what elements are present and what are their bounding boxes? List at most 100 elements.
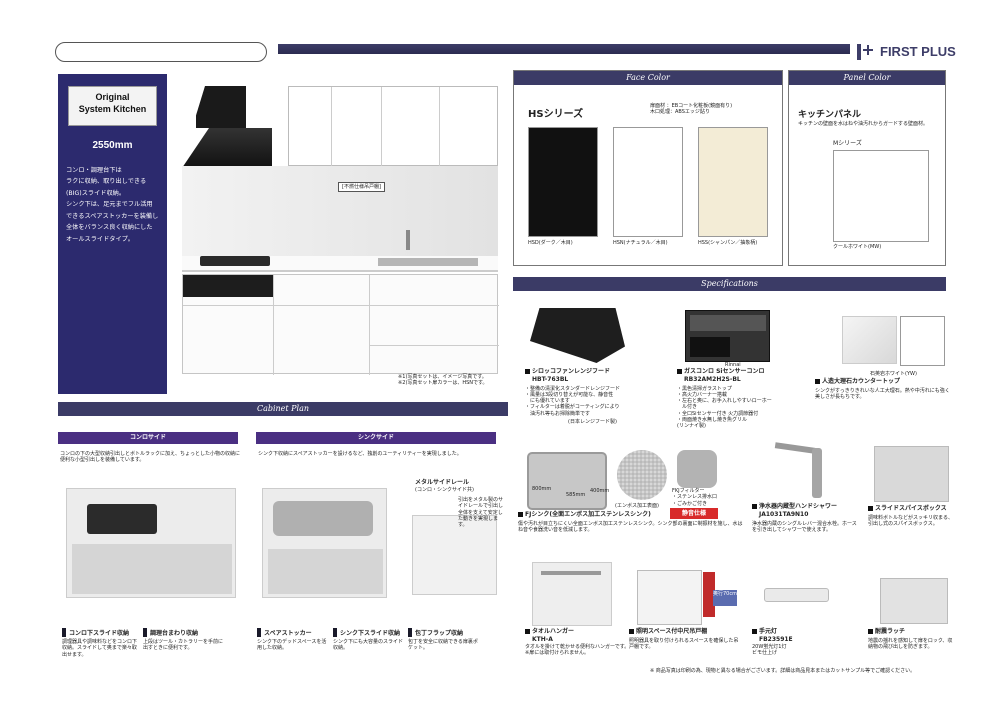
swatch-label-hsd: HSD(ダーク／木目) (528, 240, 573, 246)
stove-bullet: ル付き (677, 404, 698, 411)
sink-label-text: 包丁を安全に収納できる扉裏ポケット。 (408, 639, 478, 652)
cooktop (200, 256, 270, 266)
counter-swatch (900, 316, 945, 366)
faucet-photo (770, 440, 845, 502)
bullet-icon (677, 369, 682, 374)
towel-sub: ※扉には取付けられません。 (525, 649, 590, 656)
filter-sub: ・ステンレス排水口 (672, 494, 718, 501)
counter-text: 人造大理石カウンタートップ シンクがすっきりきれいな人工大理石。熱や中汚れにも強… (815, 378, 950, 400)
sink-label-text: シンク下にも大容量のスライド収納。 (333, 639, 404, 652)
intro-title-2: System Kitchen (78, 103, 147, 114)
konro-desc: コンロの下の大型収納引出しとボトルラックに加え、ちょっとした小物の収納に便利な小… (60, 451, 241, 464)
spice-box-text: スライドスパイスボックス 調味料ボトルなどがスッキリ収まる、引出し式のスパイスボ… (868, 505, 953, 527)
swatch-label-hss: HSS(シャンパン／抽象柄) (698, 240, 758, 246)
lighting-cabinet-photo (637, 570, 702, 625)
emboss-caption: (エンボス加工表面) (615, 503, 659, 509)
depth-badge: 奥行70cm (713, 590, 737, 606)
bullet-icon (752, 629, 757, 634)
sink-label-title: 包丁フラップ収納 (408, 628, 480, 637)
konro-label-title: 調理台まわり収納 (143, 628, 223, 637)
towel-model: KTH-A (532, 635, 553, 643)
hood-bullet: 油汚れ等もお掃除簡単です (525, 410, 591, 417)
fj-sink-dim-2: 585mm (566, 492, 586, 498)
counter-photo (842, 316, 897, 364)
hand-light-title: 手元灯 (759, 628, 778, 635)
swatch-hsn (613, 127, 683, 237)
intro-desc-line: オールスライドタイプ。 (66, 235, 134, 243)
stove-brand: Rinnai (725, 362, 741, 368)
intro-width: 2550mm (92, 140, 133, 151)
filter-caption: FKJフィルター ・ステンレス排水口 ・ごみかご付き (672, 488, 722, 507)
range-hood-bottom (182, 128, 272, 168)
intro-panel: Original System Kitchen 2550mm コンロ・調理台下は… (58, 74, 167, 394)
sink-label-title: シンク下スライド収納 (333, 628, 405, 637)
bullet-icon (525, 629, 530, 634)
hood-text: シロッコファンレンジフード HBT-763BL ・整備の清潔化スタンダードレンジ… (525, 368, 660, 425)
face-spec-2: 木口処理：ABSエッジ貼り (650, 109, 710, 116)
lighting-cabinet-text: 照明スペース付中尺吊戸棚 照明器具を取り付けられるスペースを確保した吊戸棚です。 (629, 628, 739, 650)
stove-bullet: ・黒色清掃ガラストップ (677, 385, 732, 392)
lighting-title: 照明スペース付中尺吊戸棚 (636, 628, 708, 635)
fj-sink-photo (527, 452, 607, 510)
face-color-spec: 扉面材 ：EBコート化粧板(鏡面有り) 木口処理：ABSエッジ貼り (650, 103, 732, 116)
brand-mark (857, 44, 877, 60)
bullet-icon (518, 512, 523, 517)
konro-label-1: コンロ下スライド収納 調理器具や調味料などをコンロ下収納。スライドして奥まで楽々… (62, 628, 140, 658)
header-bar (278, 44, 850, 54)
sink-label-2: シンク下スライド収納 シンク下にも大容量のスライド収納。 (333, 628, 405, 652)
swatch-hss (698, 127, 768, 237)
spice-box-photo (874, 446, 949, 502)
kitchen-note: ※2)写真セット扉カラーは、HSNです。 (398, 380, 488, 387)
hood-bullet: ・風量は3段切り替えが可能な、静音性 (525, 391, 614, 398)
depth-marker-icon (703, 572, 715, 617)
konro-label-text: 調理器具や調味料などをコンロ下収納。スライドして奥まで楽々取出せます。 (62, 639, 138, 658)
callout-label: [不燃仕様吊戸棚] (338, 182, 385, 193)
hood-title: シロッコファンレンジフード (532, 368, 611, 375)
hood-bullet: ・フィルターは着脱がコーティングにより (525, 404, 620, 411)
counter-desc: シンクがすっきりきれいな人工大理石。熱や中汚れにも強く美しさが長もちです。 (815, 387, 950, 401)
spice-box-desc: 調味料ボトルなどがスッキリ収まる、引出し式のスパイスボックス。 (868, 514, 954, 528)
filter-sub: ・ごみかご付き (672, 500, 708, 507)
panel-title: キッチンパネル (798, 110, 862, 120)
stove-model: RB32AM2H2S-BL (684, 375, 741, 383)
panel-swatch-label: クールホワイト(MW) (833, 244, 882, 250)
bullet-icon (629, 629, 634, 634)
hood-photo (530, 308, 625, 363)
wall-cabinets (288, 86, 498, 167)
sink-basin (378, 258, 478, 266)
counter-title: 人造大理石カウンタートップ (822, 378, 901, 385)
sink-photo (262, 488, 387, 598)
faucet-model: JA1031TA9N10 (759, 510, 809, 518)
brand-name: FIRST PLUS (880, 44, 956, 59)
latch-photo (880, 578, 948, 624)
rail-sub: (コンロ・シンクサイド共) (415, 486, 474, 493)
latch-text: 耐震ラッチ 地震の揺れを感知して扉をロック、収納物の飛び出しを防ぎます。 (868, 628, 953, 650)
kitchen-notes: ※1)写真セットは、イメージ写真です。 ※2)写真セット扉カラーは、HSNです。 (398, 374, 508, 387)
base-cabinets (182, 274, 499, 375)
panel-color-box (788, 70, 946, 266)
stove-model-suffix: Siセンサーコンロ (716, 368, 765, 375)
faucet-text: 浄水器内蔵型ハンドシャワー JA1031TA9N10 浄水器内蔵のシングルレバー… (752, 503, 857, 533)
bullet-icon (868, 506, 873, 511)
filter-caption-title: FKJフィルター (672, 488, 705, 494)
towel-photo (532, 562, 612, 626)
panel-desc: キッチンの壁面を水はねや油汚れからガードする壁面材。 (798, 121, 929, 127)
counter-swatch-label: 石英岩ホワイト(YW) (870, 371, 917, 377)
sink-side-heading: シンクサイド (256, 432, 496, 444)
stove-bullet: (リンナイ製) (677, 423, 706, 430)
sink-label-3: 包丁フラップ収納 包丁を安全に収納できる扉裏ポケット。 (408, 628, 480, 652)
spice-box-title: スライドスパイスボックス (875, 505, 947, 512)
sink-label-title: スペアストッカー (257, 628, 329, 637)
silent-badge: 静音仕様 (670, 508, 718, 519)
latch-title: 耐震ラッチ (875, 628, 906, 635)
faucet-title: 浄水器内蔵型ハンドシャワー (759, 503, 838, 510)
stove-title: ガスコンロ (684, 368, 715, 375)
stove-photo (685, 310, 770, 362)
rail-title: メタルサイドレール (415, 479, 470, 486)
intro-desc: コンロ・調理台下は ラクに収納、取り出しできる (BIG)スライド収納。 シンク… (66, 165, 159, 245)
kitchen-note: ※1)写真セットは、イメージ写真です。 (398, 374, 487, 380)
wall-panel (182, 166, 498, 256)
rail-photo (412, 515, 497, 595)
face-color-series: HSシリーズ (528, 109, 584, 120)
intro-desc-line: 全体をバランス良く収納にした (66, 224, 153, 232)
